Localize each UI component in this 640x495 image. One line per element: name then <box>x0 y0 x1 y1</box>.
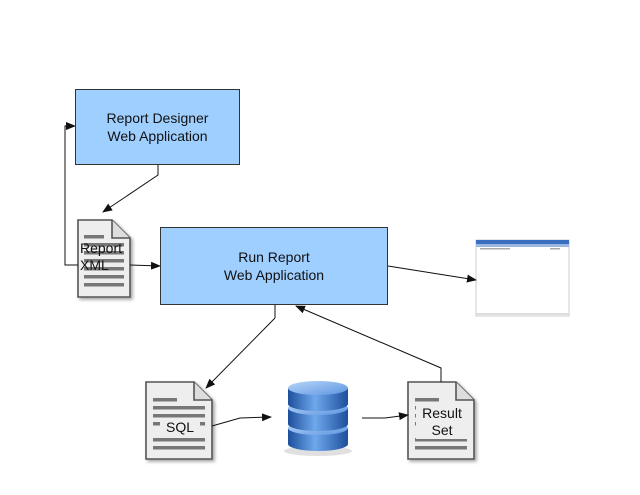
report-xml-line2: XML <box>80 257 109 273</box>
arrow-designer-to-xml <box>102 165 159 213</box>
report-designer-line1: Report Designer <box>106 110 209 126</box>
arrow-runreport-to-browser <box>387 265 477 283</box>
database-icon <box>284 381 352 456</box>
report-xml-document-icon <box>77 219 131 298</box>
report-designer-box: Report Designer Web Application <box>75 89 240 165</box>
report-xml-label: Report XML <box>80 240 122 274</box>
arrow-runreport-to-sql-diag <box>205 317 276 389</box>
result-set-label: Result Set <box>416 405 468 439</box>
arrow-resultset-to-runreport <box>295 305 442 382</box>
result-set-line1: Result <box>422 405 462 421</box>
connectors <box>64 122 477 427</box>
run-report-line2: Web Application <box>223 267 325 283</box>
result-set-line2: Set <box>431 422 453 438</box>
sql-label: SQL <box>160 419 200 436</box>
run-report-line1: Run Report <box>238 249 310 265</box>
arrow-sql-to-database <box>211 413 272 427</box>
report-xml-line1: Report <box>80 240 123 256</box>
arrow-xml-to-runreport <box>129 261 161 270</box>
run-report-box: Run Report Web Application <box>160 227 388 305</box>
browser-window-icon <box>475 239 570 317</box>
arrow-database-to-resultset <box>362 412 409 421</box>
arrow-xml-to-designer <box>64 122 78 266</box>
report-designer-line2: Web Application <box>107 128 208 144</box>
